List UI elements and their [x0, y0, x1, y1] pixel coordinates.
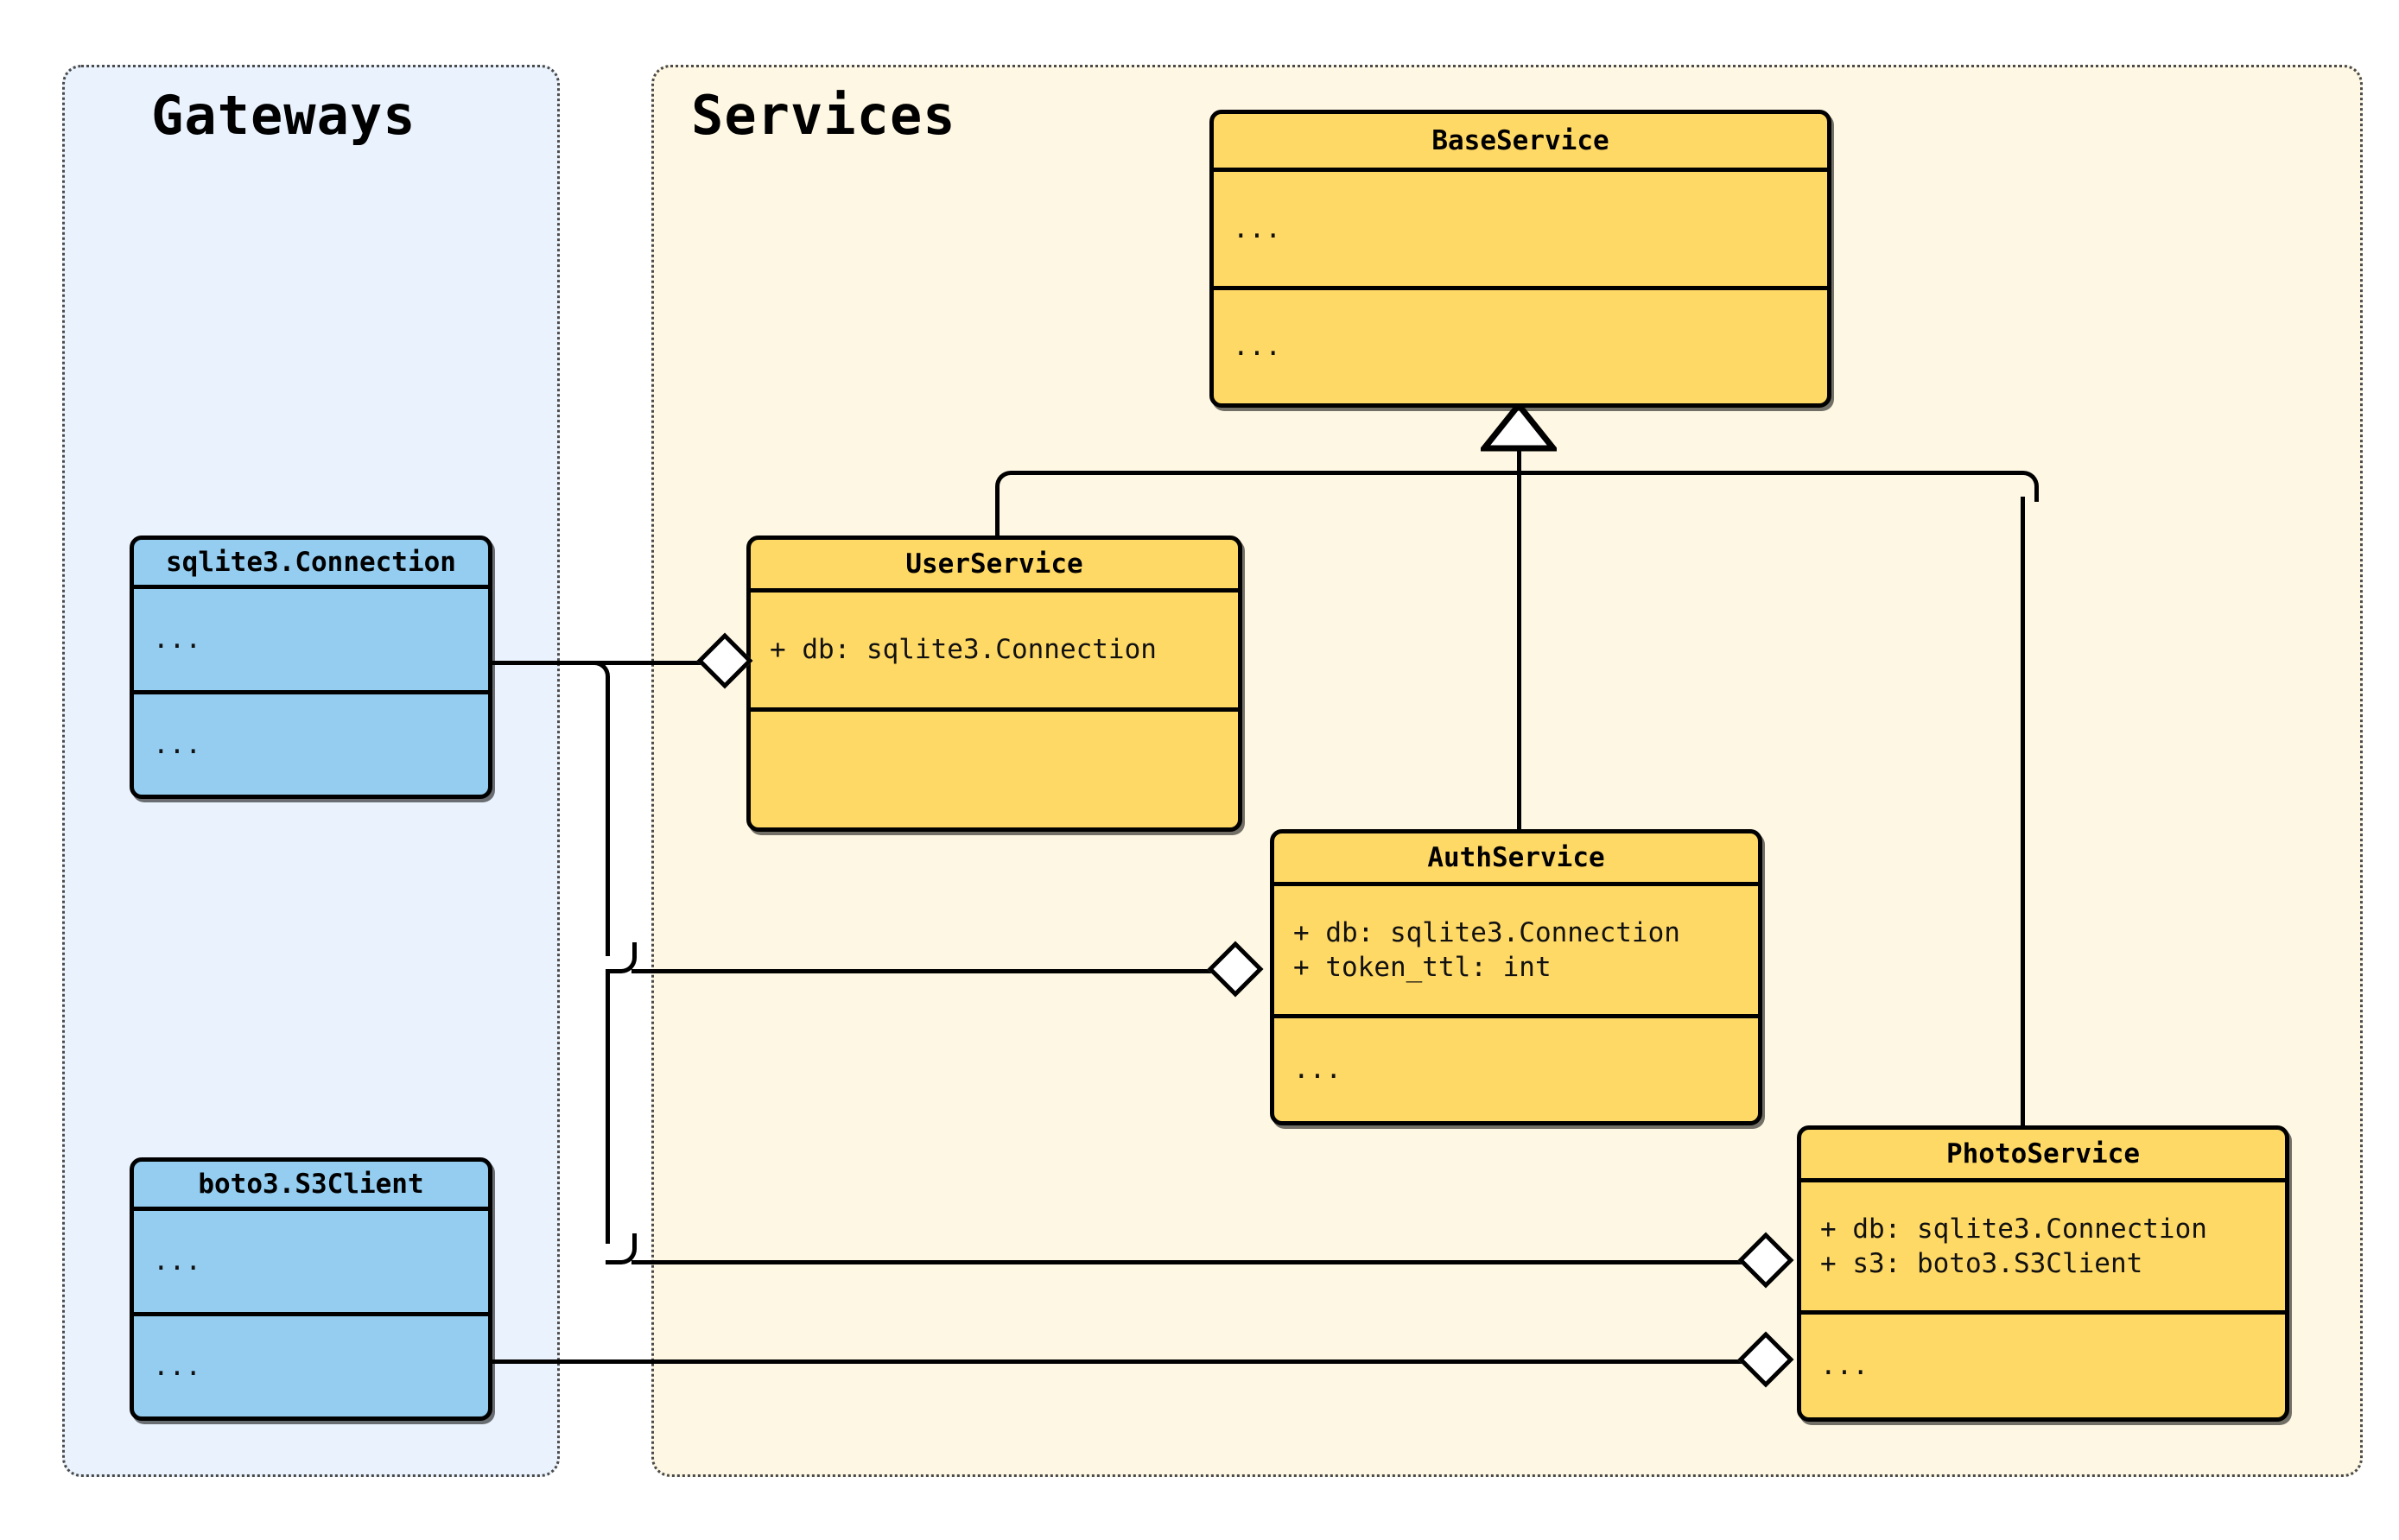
aggregation-line-sqlite-photo [631, 1260, 1746, 1264]
aggregation-elbow-sqlite-auth [606, 942, 637, 973]
attribute-row: + s3: boto3.S3Client [1820, 1248, 2143, 1279]
class-methods-sqlite3-connection: ... [134, 694, 488, 795]
class-divider [134, 1312, 488, 1316]
class-divider [1801, 1178, 2285, 1182]
attribute-row: + token_ttl: int [1293, 952, 1552, 983]
method-row: ... [153, 728, 201, 760]
attribute-row: ... [1233, 212, 1281, 244]
inheritance-triangle-icon [1477, 400, 1560, 455]
inheritance-elbow-right [2008, 471, 2039, 502]
attribute-row: ... [153, 624, 201, 656]
class-methods-auth-service: ... [1274, 1018, 1758, 1120]
class-divider [1214, 286, 1827, 290]
class-box-auth-service[interactable]: AuthService + db: sqlite3.Connection + t… [1270, 829, 1762, 1125]
class-title-photo-service: PhotoService [1946, 1138, 2140, 1169]
method-row: ... [1293, 1053, 1342, 1085]
aggregation-trunk-sqlite-lower [606, 969, 610, 1244]
attribute-row: + db: sqlite3.Connection [1293, 916, 1680, 948]
inheritance-drop-auth-service [1517, 471, 1521, 829]
class-divider [1274, 1014, 1758, 1018]
class-methods-base-service: ... [1214, 290, 1827, 403]
aggregation-line-sqlite-auth [631, 969, 1215, 973]
inheritance-drop-photo-service [2021, 497, 2025, 1138]
class-title-auth-service: AuthService [1427, 842, 1605, 873]
inheritance-drop-user-service [995, 497, 1000, 538]
class-attributes-auth-service: + db: sqlite3.Connection + token_ttl: in… [1274, 886, 1758, 1014]
class-divider [134, 585, 488, 589]
class-methods-user-service [751, 712, 1238, 827]
class-box-boto3-s3client[interactable]: boto3.S3Client ... ... [130, 1157, 492, 1421]
attribute-row: ... [153, 1245, 201, 1277]
inheritance-stem-vertical [1517, 445, 1521, 475]
class-divider [1214, 168, 1827, 172]
aggregation-elbow-sqlite-branch [579, 661, 610, 692]
class-attributes-sqlite3-connection: ... [134, 589, 488, 690]
attribute-row: + db: sqlite3.Connection [1820, 1213, 2207, 1245]
class-divider [134, 690, 488, 694]
aggregation-trunk-sqlite [606, 687, 610, 956]
method-row: ... [153, 1350, 201, 1382]
class-title-sqlite3-connection: sqlite3.Connection [166, 547, 456, 578]
class-title-base-service: BaseService [1431, 125, 1609, 156]
class-divider [751, 707, 1238, 712]
class-attributes-base-service: ... [1214, 172, 1827, 286]
attribute-row: + db: sqlite3.Connection [770, 634, 1157, 666]
class-attributes-user-service: + db: sqlite3.Connection [751, 593, 1238, 707]
class-attributes-boto3-s3client: ... [134, 1211, 488, 1312]
method-row: ... [1233, 331, 1281, 363]
aggregation-line-s3-photo [489, 1359, 1746, 1364]
class-divider [134, 1207, 488, 1211]
class-title-user-service: UserService [905, 548, 1083, 580]
aggregation-elbow-sqlite-photo [606, 1233, 637, 1264]
package-services-title: Services [691, 84, 956, 147]
class-methods-boto3-s3client: ... [134, 1316, 488, 1416]
class-title-boto3-s3client: boto3.S3Client [198, 1169, 424, 1200]
method-row: ... [1820, 1349, 1869, 1381]
inheritance-elbow-left [995, 471, 1026, 502]
class-divider [1801, 1310, 2285, 1315]
class-box-user-service[interactable]: UserService + db: sqlite3.Connection [746, 536, 1242, 832]
class-box-base-service[interactable]: BaseService ... ... [1209, 110, 1831, 408]
class-methods-photo-service: ... [1801, 1315, 2285, 1416]
class-divider [751, 588, 1238, 593]
class-divider [1274, 882, 1758, 886]
class-box-photo-service[interactable]: PhotoService + db: sqlite3.Connection + … [1797, 1125, 2289, 1422]
class-box-sqlite3-connection[interactable]: sqlite3.Connection ... ... [130, 536, 492, 799]
class-attributes-photo-service: + db: sqlite3.Connection + s3: boto3.S3C… [1801, 1182, 2285, 1310]
package-gateways-title: Gateways [151, 84, 416, 147]
